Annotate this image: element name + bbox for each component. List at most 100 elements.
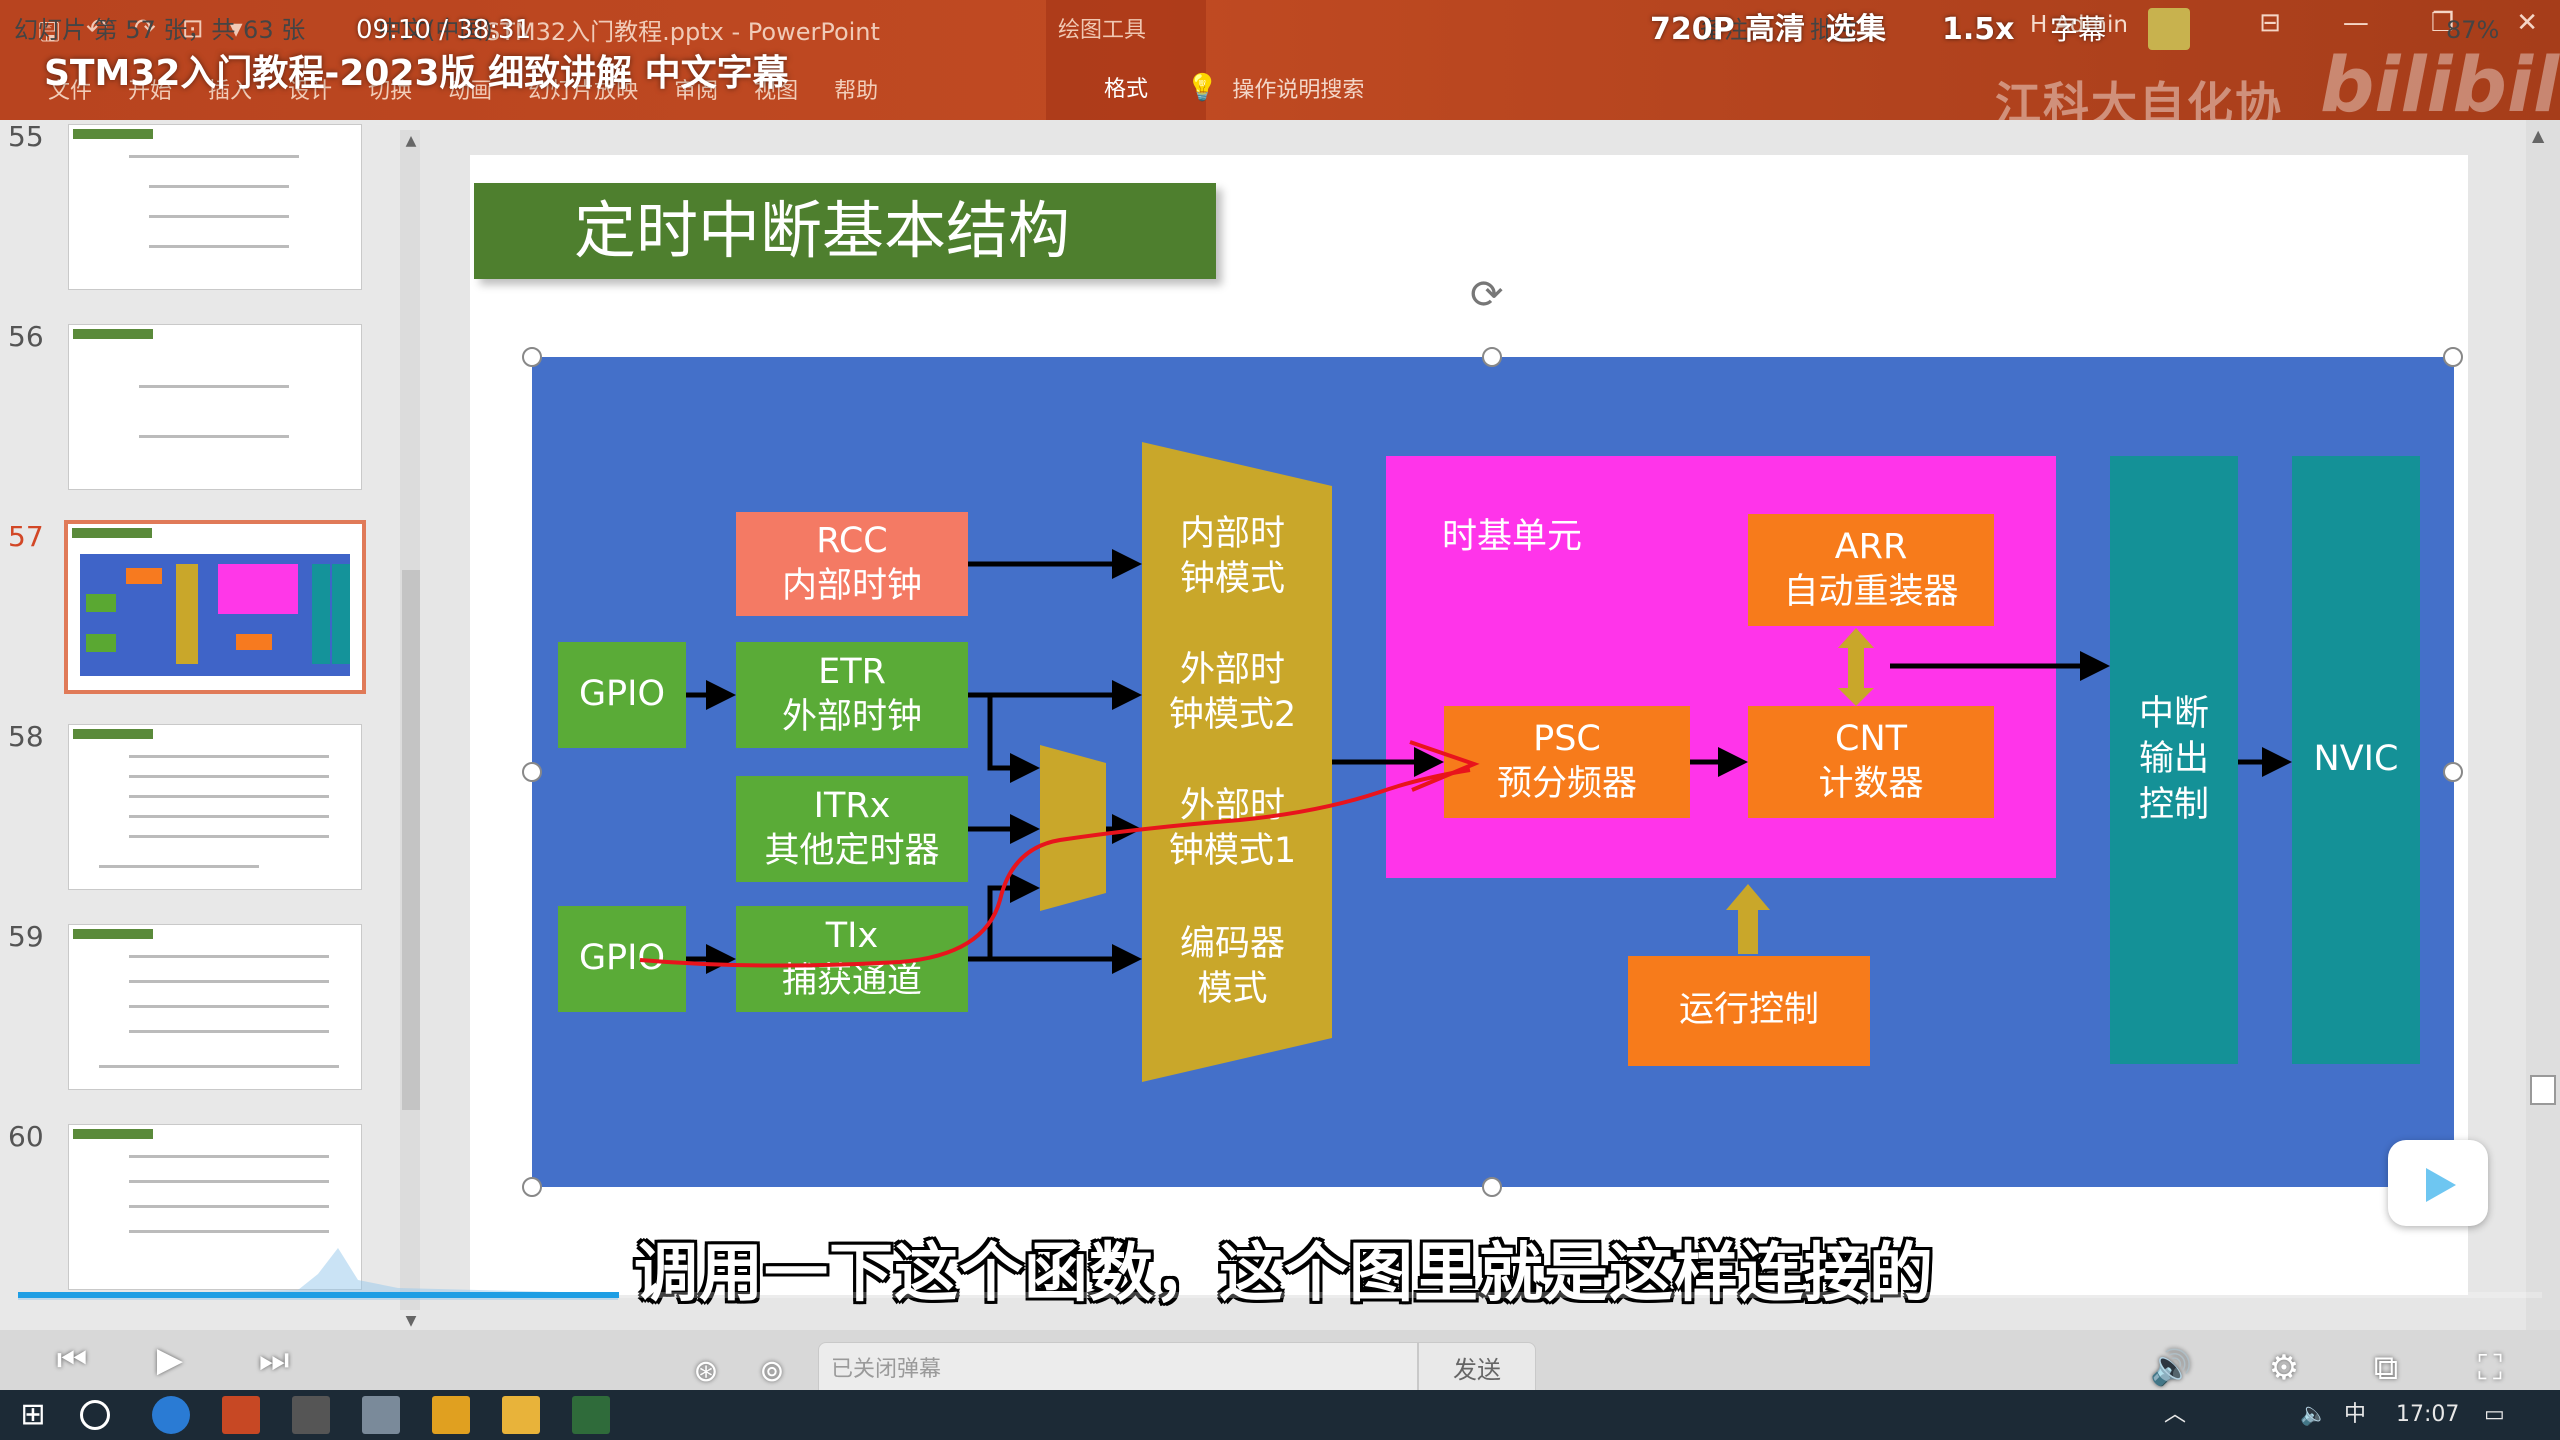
selection-handle[interactable]: [522, 762, 542, 782]
notes-button[interactable]: 备注: [1700, 16, 1748, 44]
picture-in-picture-icon[interactable]: ⧉: [2373, 1348, 2399, 1388]
windows-start-icon[interactable]: ⊞: [20, 1397, 46, 1432]
ime-indicator[interactable]: 中: [2344, 1402, 2367, 1427]
run-control-label: 运行控制: [1678, 990, 1819, 1031]
tab-format[interactable]: 格式: [1103, 77, 1148, 102]
danmaku-toggle-icon[interactable]: ⊛: [693, 1354, 719, 1389]
arr-label: ARR: [1834, 526, 1908, 567]
selection-handle[interactable]: [522, 347, 542, 367]
recorder-icon[interactable]: [292, 1396, 330, 1434]
tab-help[interactable]: 帮助: [834, 79, 879, 104]
fullscreen-icon[interactable]: ⛶: [2478, 1348, 2502, 1388]
selection-handle[interactable]: [1482, 1177, 1502, 1197]
play-icon[interactable]: ▶: [156, 1340, 184, 1380]
keil-icon[interactable]: [572, 1396, 610, 1434]
mode-line: 外部时: [1179, 649, 1285, 690]
speed-button[interactable]: 1.5x: [1942, 12, 2015, 47]
progress-fill[interactable]: [18, 1292, 619, 1298]
selection-handle[interactable]: [522, 1177, 542, 1197]
avatar[interactable]: [2148, 8, 2190, 50]
thumbnail-row-active[interactable]: 57: [0, 520, 420, 710]
scroll-up-icon[interactable]: ▲: [2532, 126, 2545, 145]
selection-handle[interactable]: [2443, 347, 2463, 367]
selection-handle[interactable]: [1482, 347, 1502, 367]
slide-thumbnail-active[interactable]: [64, 520, 366, 694]
encoder-mode-label: 编码器 模式: [1150, 922, 1315, 1012]
previous-icon[interactable]: ⏮: [56, 1340, 88, 1380]
canvas-scrollbar[interactable]: ▲: [2526, 120, 2560, 1330]
scroll-up-icon[interactable]: ▲: [405, 133, 417, 149]
chrome-icon[interactable]: [432, 1396, 470, 1434]
rotate-handle-icon[interactable]: ⟳: [1470, 272, 1504, 318]
ribbon-display-icon[interactable]: ⊟: [2259, 8, 2281, 38]
quality-button[interactable]: 720P 高清: [1650, 12, 1806, 47]
save-icon[interactable]: 🖫: [38, 18, 61, 48]
thumbnail-row[interactable]: 58: [0, 720, 420, 910]
send-button[interactable]: 发送: [1418, 1342, 1536, 1398]
slide-thumbnail[interactable]: [68, 724, 362, 890]
itrx-label: ITRx: [813, 785, 891, 826]
slide-thumbnail[interactable]: [68, 1124, 362, 1290]
scrollbar-thumb[interactable]: [402, 570, 420, 1110]
next-icon[interactable]: ⏭: [258, 1340, 290, 1380]
mode-line: 编码器: [1179, 923, 1285, 964]
tab-insert[interactable]: 插入: [208, 79, 253, 104]
danmaku-settings-icon[interactable]: ⊚: [759, 1354, 785, 1389]
small-mux-trapezoid: [1040, 745, 1106, 911]
undo-icon[interactable]: ↶: [86, 14, 108, 44]
settings-gear-icon[interactable]: ⚙: [2268, 1348, 2300, 1388]
slide-thumbnail[interactable]: [68, 124, 362, 290]
subtitle-button[interactable]: 字幕: [2050, 13, 2107, 46]
powerpoint-icon[interactable]: [222, 1396, 260, 1434]
thumbnail-row[interactable]: 60: [0, 1120, 420, 1310]
cnt-label: CNT: [1835, 718, 1907, 759]
tab-file[interactable]: 文件: [48, 79, 93, 104]
bilibili-tv-icon[interactable]: [2388, 1140, 2488, 1226]
search-icon[interactable]: [80, 1400, 110, 1430]
episodes-button[interactable]: 选集: [1826, 12, 1886, 47]
progress-heatmap: [18, 1248, 618, 1300]
comments-button[interactable]: 批注: [1810, 16, 1858, 44]
file-explorer-icon[interactable]: [502, 1396, 540, 1434]
redo-icon[interactable]: ↷: [133, 14, 156, 44]
mode-line: 钟模式: [1179, 559, 1285, 599]
interrupt-line: 中断: [2138, 693, 2209, 734]
powerpoint-titlebar: 🖫 ↶ ↷ ⊡ ▾ STM32入门教程.pptx - PowerPoint 绘图…: [0, 0, 2560, 120]
minimize-icon[interactable]: —: [2342, 8, 2369, 38]
notification-icon[interactable]: ▭: [2484, 1402, 2505, 1427]
cnt-counter-block: CNT 计数器: [1748, 706, 1994, 818]
zoom-level: 87%: [2446, 16, 2500, 44]
restore-icon[interactable]: ❐: [2430, 8, 2455, 38]
thumbnail-row[interactable]: 55: [0, 120, 420, 310]
tell-me-search[interactable]: 💡 操作说明搜索: [1186, 72, 1364, 104]
psc-prescaler-block: PSC 预分频器: [1444, 706, 1690, 818]
tray-chevron-icon[interactable]: ︿: [2164, 1402, 2187, 1427]
taskbar-clock[interactable]: 17:07: [2396, 1402, 2460, 1427]
tab-home[interactable]: 开始: [128, 79, 173, 104]
photos-icon[interactable]: [362, 1396, 400, 1434]
slide-thumbnail[interactable]: [68, 324, 362, 490]
tab-transitions[interactable]: 切换: [368, 79, 413, 104]
volume-icon[interactable]: 🔊: [2150, 1348, 2193, 1388]
thumbnail-row[interactable]: 59: [0, 920, 420, 1110]
scroll-down-icon[interactable]: ▼: [405, 1313, 417, 1329]
slide-thumbnail[interactable]: [68, 924, 362, 1090]
user-name[interactable]: H Admin: [2030, 12, 2128, 38]
thumbnail-number: 57: [8, 520, 44, 553]
start-slideshow-icon[interactable]: ⊡: [181, 14, 204, 44]
scrollbar-thumb[interactable]: [2530, 1075, 2556, 1105]
edge-browser-icon[interactable]: [152, 1396, 190, 1434]
tab-design[interactable]: 设计: [288, 79, 333, 104]
thumbnail-scrollbar[interactable]: ▲ ▼: [400, 130, 422, 1329]
tab-slideshow[interactable]: 幻灯片放映: [528, 79, 639, 104]
volume-tray-icon[interactable]: 🔈: [2300, 1402, 2328, 1427]
tab-review[interactable]: 审阅: [674, 79, 719, 104]
customize-qat-icon[interactable]: ▾: [229, 14, 243, 44]
selection-handle[interactable]: [2443, 762, 2463, 782]
slide-title[interactable]: 定时中断基本结构: [474, 183, 1216, 279]
progress-track[interactable]: [18, 1292, 2542, 1298]
thumbnail-row[interactable]: 56: [0, 320, 420, 510]
close-icon[interactable]: ✕: [2516, 8, 2538, 38]
tab-animations[interactable]: 动画: [448, 79, 493, 104]
tab-view[interactable]: 视图: [754, 79, 799, 104]
